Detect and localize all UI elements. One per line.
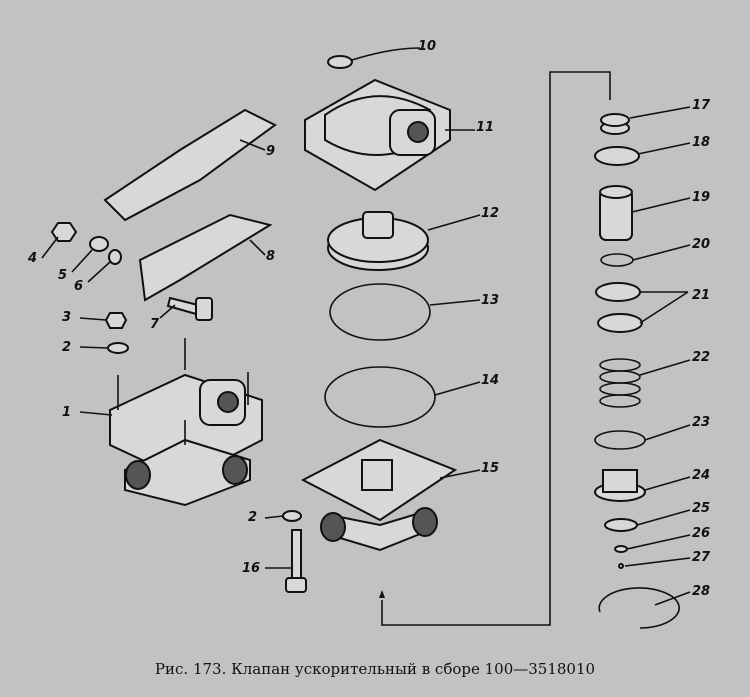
label-5: 5	[58, 268, 67, 283]
label-27: 27	[692, 550, 711, 565]
label-6: 6	[74, 279, 83, 294]
part-3-nut	[104, 312, 128, 329]
label-22: 22	[692, 350, 710, 365]
part-2-washer	[107, 342, 129, 354]
label-8: 8	[266, 249, 275, 264]
flow-line	[549, 71, 611, 600]
part-24-seat	[594, 469, 646, 502]
part-18-seal	[594, 146, 640, 166]
part-11-cover	[304, 78, 451, 192]
label-7: 7	[150, 317, 160, 332]
part-10-ring	[327, 55, 353, 69]
label-28: 28	[692, 584, 710, 599]
part-19-valve	[599, 185, 633, 241]
part-12-piston	[327, 211, 429, 271]
label-19: 19	[692, 190, 710, 205]
label-24: 24	[692, 468, 710, 483]
part-20-ring	[600, 253, 634, 267]
label-16: 16	[242, 561, 260, 576]
label-3: 3	[62, 310, 71, 325]
arrow-icon	[379, 590, 385, 598]
part-22-spring	[599, 358, 641, 408]
label-13: 13	[481, 293, 499, 308]
part-26-washer	[614, 545, 628, 553]
part-28-snap-ring	[598, 587, 680, 629]
label-2: 2	[62, 340, 71, 355]
part-25-disc	[604, 518, 638, 532]
label-1: 1	[62, 405, 71, 420]
label-20: 20	[692, 237, 710, 252]
part-23-ring	[594, 430, 646, 450]
label-18: 18	[692, 135, 710, 150]
label-10: 10	[418, 39, 436, 54]
part-7-bolt	[166, 296, 213, 321]
label-17: 17	[692, 98, 711, 113]
part-15-body	[300, 438, 458, 552]
part-21-seal	[595, 282, 641, 302]
label-21: 21	[692, 288, 710, 303]
label-25: 25	[692, 501, 710, 516]
part-27-ball	[618, 563, 624, 569]
label-4: 4	[27, 251, 37, 266]
part-17-cap	[600, 113, 630, 135]
part-8-bracket	[138, 213, 273, 302]
label-9: 9	[266, 144, 275, 159]
part-16-bolt	[285, 529, 307, 593]
part-6-washer	[108, 249, 122, 265]
label-23: 23	[692, 415, 710, 430]
leader-lines	[41, 47, 691, 606]
label-12: 12	[481, 206, 499, 221]
part-13-o-ring	[329, 283, 431, 341]
part-4-nut	[50, 222, 78, 242]
part-9-bracket	[103, 108, 277, 222]
part-1-valve-assembly	[109, 338, 263, 507]
part-5-washer	[89, 236, 109, 252]
label-26: 26	[692, 526, 710, 541]
part-14-o-ring	[324, 366, 436, 428]
figure-caption: Рис. 173. Клапан ускорительный в сборе 1…	[154, 660, 596, 678]
label-2b: 2	[248, 510, 257, 525]
label-14: 14	[481, 373, 499, 388]
label-15: 15	[481, 461, 499, 476]
flow-line	[381, 600, 551, 626]
part-21-seal	[597, 313, 643, 333]
label-11: 11	[476, 120, 494, 135]
part-2-washer	[282, 510, 302, 522]
